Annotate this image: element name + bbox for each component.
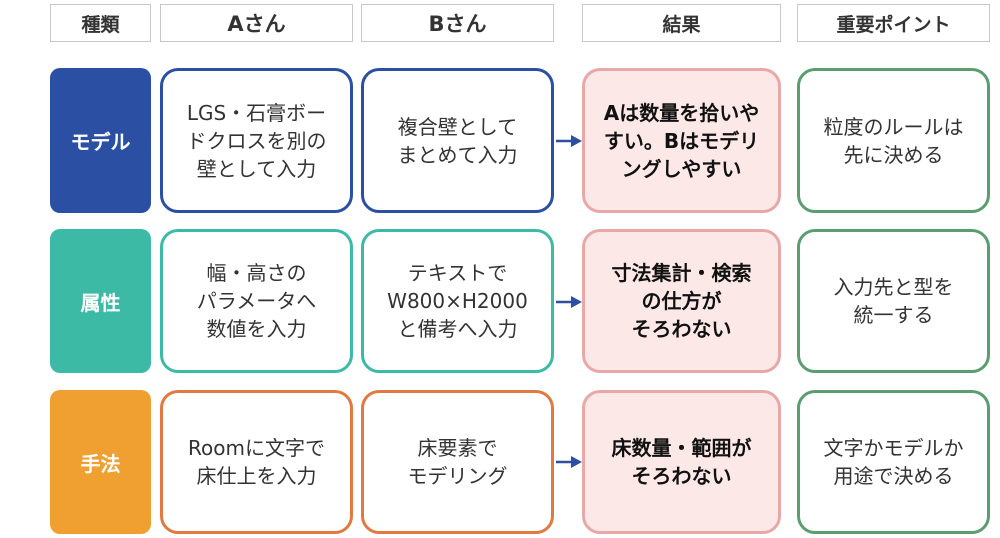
header-b: Bさん — [361, 4, 554, 42]
header-a: Aさん — [160, 4, 353, 42]
category-attribute: 属性 — [50, 229, 151, 373]
row3-a-cell: Roomに文字で 床仕上を入力 — [160, 390, 353, 534]
row3-arrow-icon — [556, 456, 582, 468]
category-method: 手法 — [50, 390, 151, 534]
row2-arrow-icon — [556, 296, 582, 308]
row1-b-cell: 複合壁として まとめて入力 — [361, 68, 554, 213]
row3-b-cell: 床要素で モデリング — [361, 390, 554, 534]
row3-result-cell: 床数量・範囲が そろわない — [582, 390, 781, 534]
row2-result-cell: 寸法集計・検索 の仕方が そろわない — [582, 229, 781, 373]
row1-result-cell: Aは数量を拾いや すい。Bはモデリ ングしやすい — [582, 68, 781, 213]
row1-key-point-cell: 粒度のルールは 先に決める — [797, 68, 990, 213]
row2-b-cell: テキストで W800×H2000 と備考へ入力 — [361, 229, 554, 373]
header-key-point: 重要ポイント — [797, 4, 990, 42]
row1-arrow-icon — [556, 135, 582, 147]
header-type: 種類 — [50, 4, 151, 42]
row1-a-cell: LGS・石膏ボー ドクロスを別の 壁として入力 — [160, 68, 353, 213]
row2-key-point-cell: 入力先と型を 統一する — [797, 229, 990, 373]
row3-key-point-cell: 文字かモデルか 用途で決める — [797, 390, 990, 534]
row2-a-cell: 幅・高さの パラメータへ 数値を入力 — [160, 229, 353, 373]
category-model: モデル — [50, 68, 151, 213]
header-result: 結果 — [582, 4, 781, 42]
